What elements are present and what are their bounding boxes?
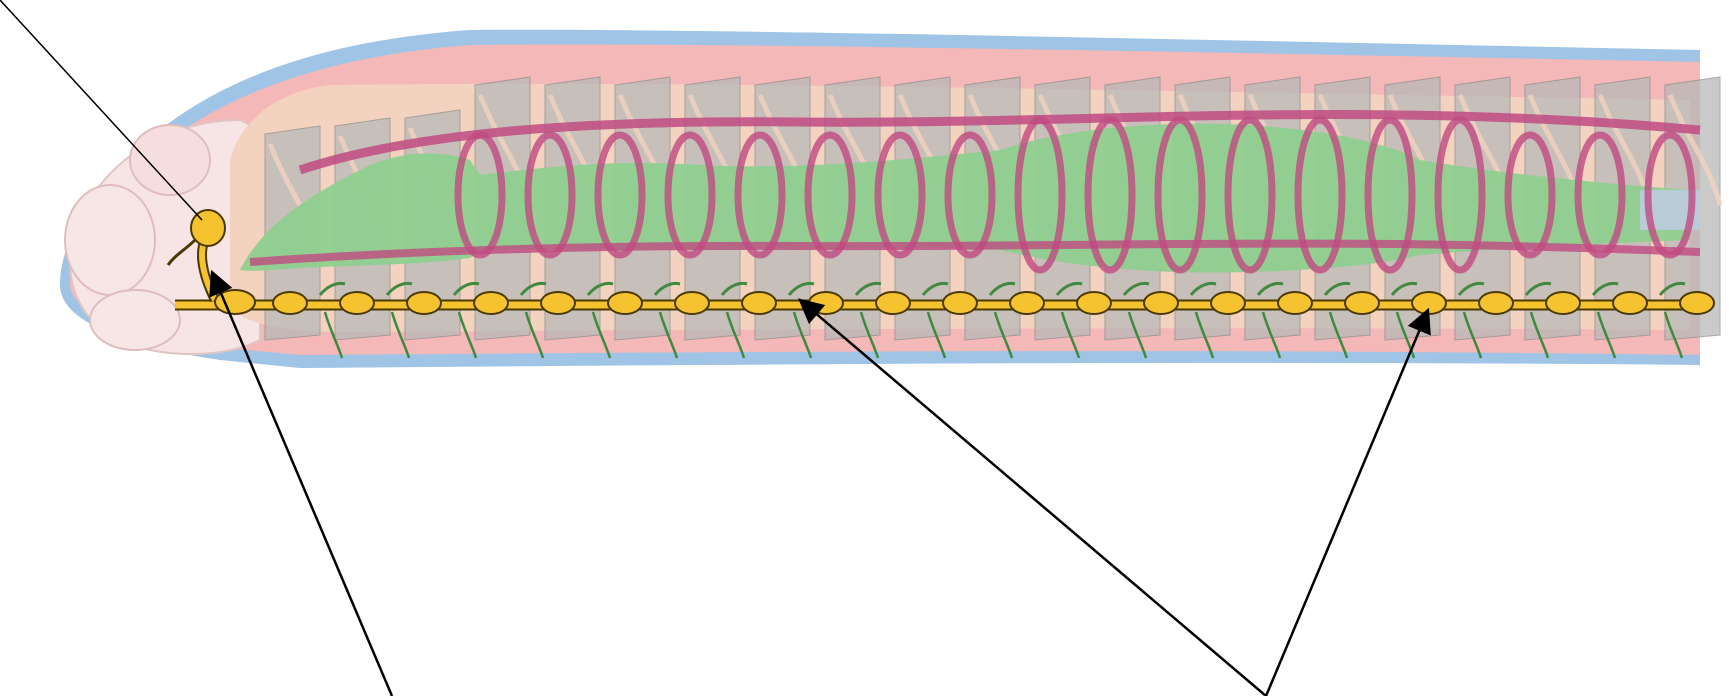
segmental-ganglion (1144, 292, 1178, 314)
segmental-ganglion (1211, 292, 1245, 314)
segmental-ganglion (474, 292, 508, 314)
segmental-ganglion (273, 292, 307, 314)
segmental-ganglion (1680, 292, 1714, 314)
segmental-ganglion (1278, 292, 1312, 314)
segmental-ganglion (1345, 292, 1379, 314)
pointer-arrow-ganglion-2 (1266, 310, 1428, 696)
segmental-ganglion (675, 292, 709, 314)
segmental-ganglion (608, 292, 642, 314)
head-lobe-3 (90, 290, 180, 350)
segmental-ganglion (943, 292, 977, 314)
segmental-ganglion (1010, 292, 1044, 314)
head-lobe-2 (65, 185, 155, 295)
segmental-ganglion (1077, 292, 1111, 314)
segmental-ganglion (876, 292, 910, 314)
segmental-ganglion (1546, 292, 1580, 314)
cerebral-ganglion (191, 210, 225, 246)
segmental-ganglion (541, 292, 575, 314)
segmental-ganglion (1479, 292, 1513, 314)
segmental-ganglion (407, 292, 441, 314)
segmental-ganglion (340, 292, 374, 314)
segmental-ganglion (1613, 292, 1647, 314)
segmental-ganglion (742, 292, 776, 314)
